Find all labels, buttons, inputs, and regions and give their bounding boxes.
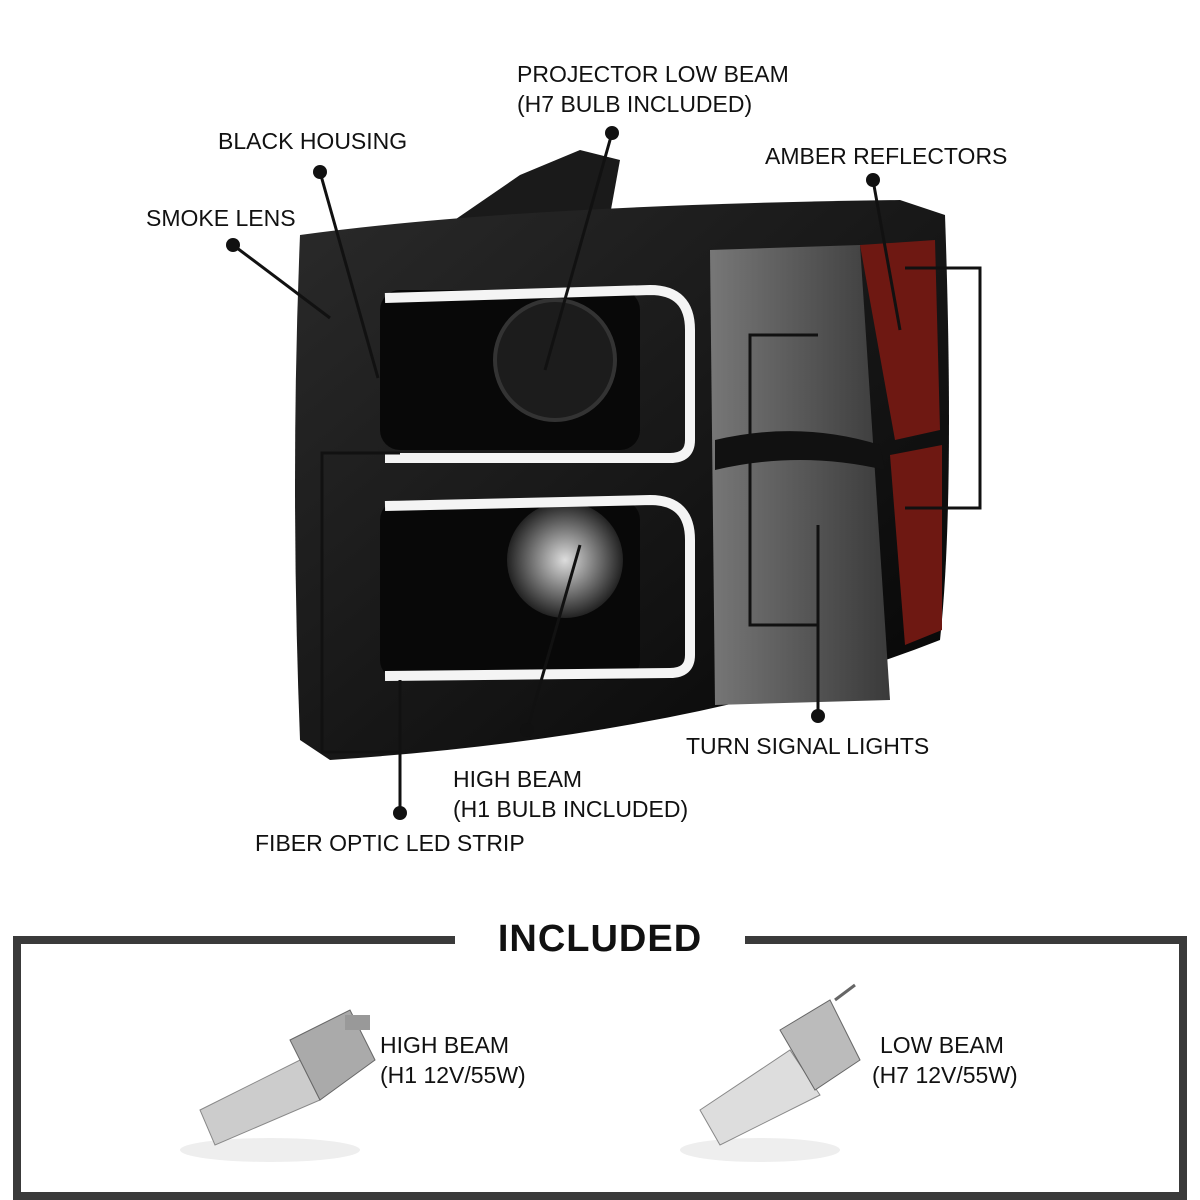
callout-amber-reflectors: AMBER REFLECTORS [765, 143, 1008, 169]
included-frame [13, 936, 1187, 1200]
amber-reflector [890, 445, 942, 645]
callout-subtitle: (H7 BULB INCLUDED) [517, 91, 753, 117]
callout-title: PROJECTOR LOW BEAM [517, 61, 789, 87]
callout-turn-signal: TURN SIGNAL LIGHTS [686, 733, 930, 759]
callout-high-beam: HIGH BEAM (H1 BULB INCLUDED) [453, 764, 688, 824]
mounting-bracket [440, 150, 620, 230]
led-strip-upper [384, 284, 695, 463]
low-beam-projector [493, 298, 617, 422]
item-name: HIGH BEAM [380, 1032, 510, 1058]
high-beam-projector [507, 502, 623, 618]
turn-signal-lens [710, 245, 890, 705]
included-title: INCLUDED [0, 918, 1200, 961]
h7-bulb-image [680, 983, 861, 1162]
led-strip-lower [384, 494, 695, 681]
callout-subtitle: (H1 BULB INCLUDED) [453, 796, 689, 822]
callout-fiber-optic: FIBER OPTIC LED STRIP [255, 830, 525, 856]
item-spec: (H1 12V/55W) [380, 1062, 526, 1088]
included-item-high-beam: HIGH BEAM (H1 12V/55W) [380, 1030, 526, 1090]
included-item-low-beam: LOW BEAM (H7 12V/55W) [872, 1030, 1018, 1090]
amber-reflector [860, 240, 940, 440]
item-name: LOW BEAM [880, 1032, 1004, 1058]
item-spec: (H7 12V/55W) [872, 1062, 1018, 1088]
callout-smoke-lens: SMOKE LENS [146, 205, 296, 231]
callout-title: HIGH BEAM [453, 766, 583, 792]
h1-bulb-image [180, 1009, 376, 1162]
callout-black-housing: BLACK HOUSING [218, 128, 408, 154]
callout-projector-low-beam: PROJECTOR LOW BEAM (H7 BULB INCLUDED) [517, 59, 789, 119]
